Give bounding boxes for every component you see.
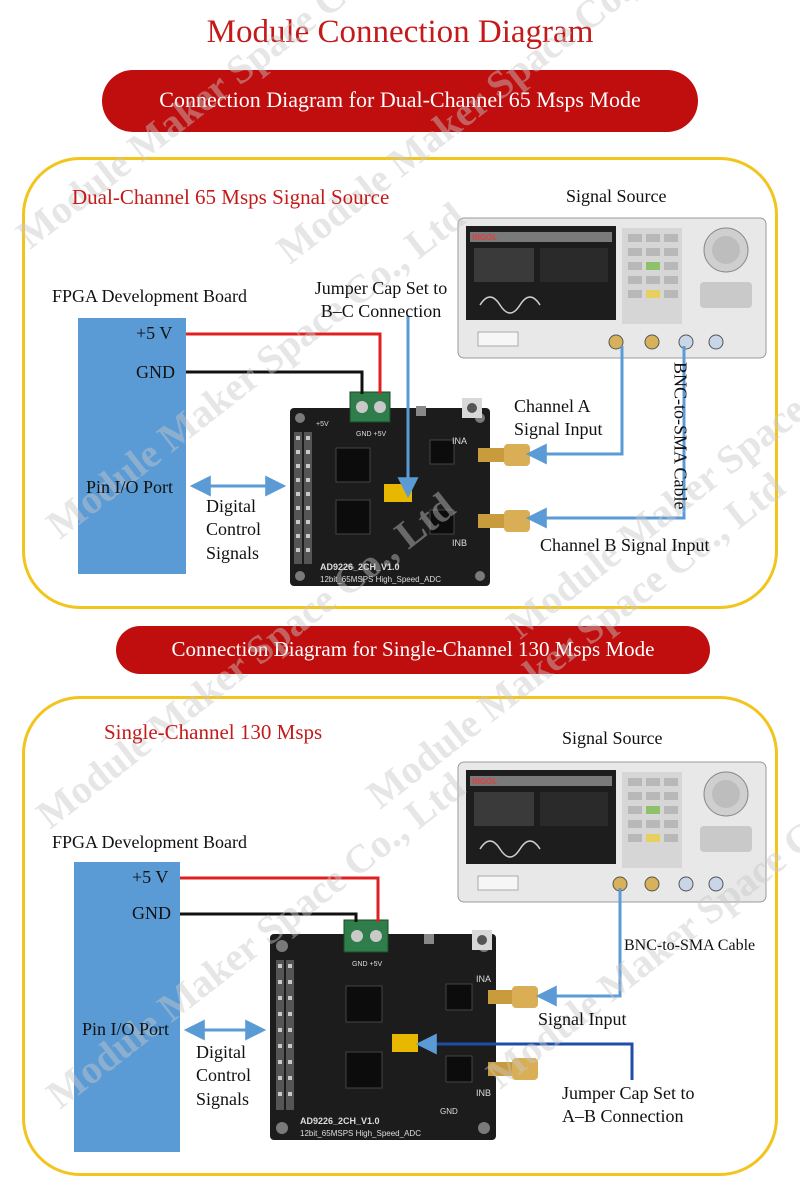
dual-section-title: Dual-Channel 65 Msps Signal Source [72,185,390,209]
dual-jumper-label: Jumper Cap Set to B–C Connection [314,278,448,322]
signal-generator-dual: RIGOL [457,217,767,359]
board-spec-single: 12bit_65MSPS High_Speed_ADC [300,1129,421,1138]
fpga-board-dual [78,318,186,574]
cable-a-dual [525,346,624,465]
dual-cable-label: BNC-to-SMA Cable [670,362,691,510]
jumper-pointer-single [415,1033,634,1080]
single-jumper-label: Jumper Cap Set to A–B Connection [562,1083,695,1127]
dual-channel-a-label: Channel A Signal Input [514,396,603,440]
dual-fpga-label: FPGA Development Board [52,286,247,306]
single-mode-panel [22,696,778,1176]
board-model-single: AD9226_2CH_V1.0 [300,1116,380,1126]
board-model-dual: AD9226_2CH_V1.0 [320,562,400,572]
cable-single [535,888,622,1007]
adc-board-dual: +5V GND +5V INA INB AD9226_2CH_V1.0 12bi… [290,391,530,586]
inb-label-dual: INB [452,538,467,548]
wire-gnd-dual [186,370,364,394]
svg-text:Module Maker Space Co., Ltd: Module Maker Space Co., Ltd [8,0,443,257]
svg-text:+5V: +5V [316,421,329,428]
single-mode-banner: Connection Diagram for Single-Channel 13… [116,626,710,674]
dual-signal-source-label: Signal Source [566,186,667,206]
rigol-logo-dual: RIGOL [472,233,497,242]
signal-generator-single: RIGOL [457,761,767,903]
single-fpga-label: FPGA Development Board [52,832,247,852]
wire-gnd-single [180,912,358,922]
page-title: Module Connection Diagram [206,14,594,50]
single-5v-label: +5 V [132,867,169,887]
adc-board-single: GND +5V INA INB GND AD9226_2CH_V1.0 12bi… [270,919,538,1140]
dual-mode-banner: Connection Diagram for Dual-Channel 65 M… [102,70,698,132]
single-signal-input-label: Signal Input [538,1009,627,1029]
single-gnd-label: GND [132,903,171,923]
single-section-title: Single-Channel 130 Msps [104,720,323,744]
rigol-logo-single: RIGOL [472,777,497,786]
dual-5v-label: +5 V [136,323,173,343]
svg-text:GND +5V: GND +5V [352,961,382,968]
dual-digital-control-label: Digital Control Signals [206,496,262,563]
ina-label-dual: INA [452,436,467,446]
svg-text:GND +5V: GND +5V [356,431,386,438]
board-spec-dual: 12bit_65MSPS High_Speed_ADC [320,575,441,584]
single-signal-source-label: Signal Source [562,728,663,748]
dual-channel-b-label: Channel B Signal Input [540,535,710,555]
wire-5v-single [180,876,380,922]
single-cable-label: BNC-to-SMA Cable [624,937,756,954]
wire-5v-dual [186,332,382,394]
dual-pin-io-label: Pin I/O Port [86,477,174,497]
dual-gnd-label: GND [136,362,175,382]
inb-label-single: INB [476,1088,491,1098]
single-pin-io-label: Pin I/O Port [82,1019,170,1039]
cable-b-dual [525,346,686,529]
ina-label-single: INA [476,974,491,984]
dual-mode-panel [22,157,778,609]
fpga-board-single [74,862,180,1152]
single-digital-control-label: Digital Control Signals [196,1042,252,1109]
svg-text:GND: GND [440,1107,458,1116]
